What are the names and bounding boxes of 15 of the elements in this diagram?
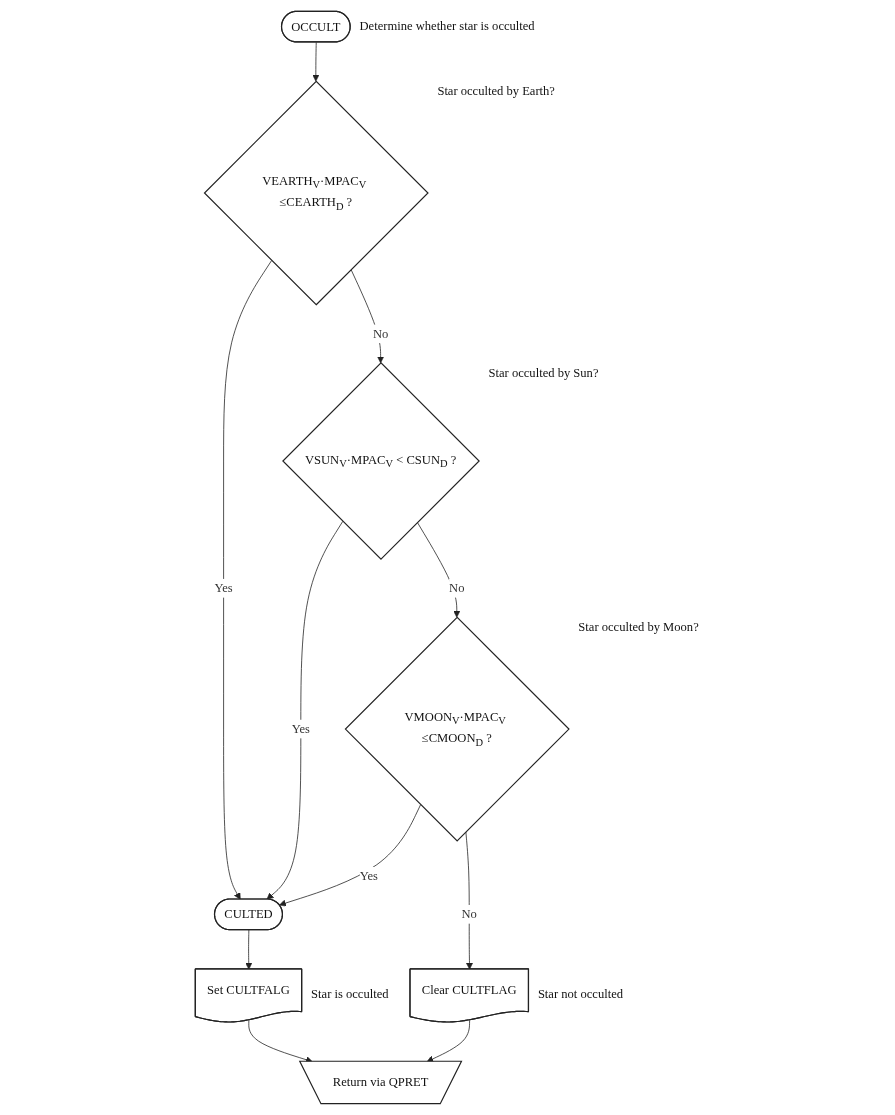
edge-label: No bbox=[448, 581, 465, 595]
node-diamond: VSUN$_{V}$·MPAC$_{V}$ < CSUN$_{D}$ ? bbox=[281, 362, 480, 560]
node-note: Star occulted by Moon? bbox=[578, 620, 699, 635]
edge-label: Yes bbox=[291, 721, 310, 736]
node-note: Star occulted by Earth? bbox=[437, 84, 555, 99]
node-note: Determine whether star is occulted bbox=[359, 18, 535, 33]
edge-label: Yes bbox=[359, 869, 378, 883]
node-note: Star is occulted bbox=[310, 987, 389, 1002]
edge-label: No bbox=[461, 907, 477, 921]
node-note: Star not occulted bbox=[537, 987, 623, 1002]
node-diamond: VEARTH$_{V}$·MPAC$_{V}$ ≤CEARTH$_{D}$ ? bbox=[203, 80, 429, 306]
edge-label: Yes bbox=[214, 581, 233, 595]
node-note: Star occulted by Sun? bbox=[488, 365, 599, 380]
edge-label: No bbox=[372, 326, 389, 341]
node-diamond: VMOON$_{V}$·MPAC$_{V}$ ≤CMOON$_{D}$ ? bbox=[344, 616, 570, 842]
